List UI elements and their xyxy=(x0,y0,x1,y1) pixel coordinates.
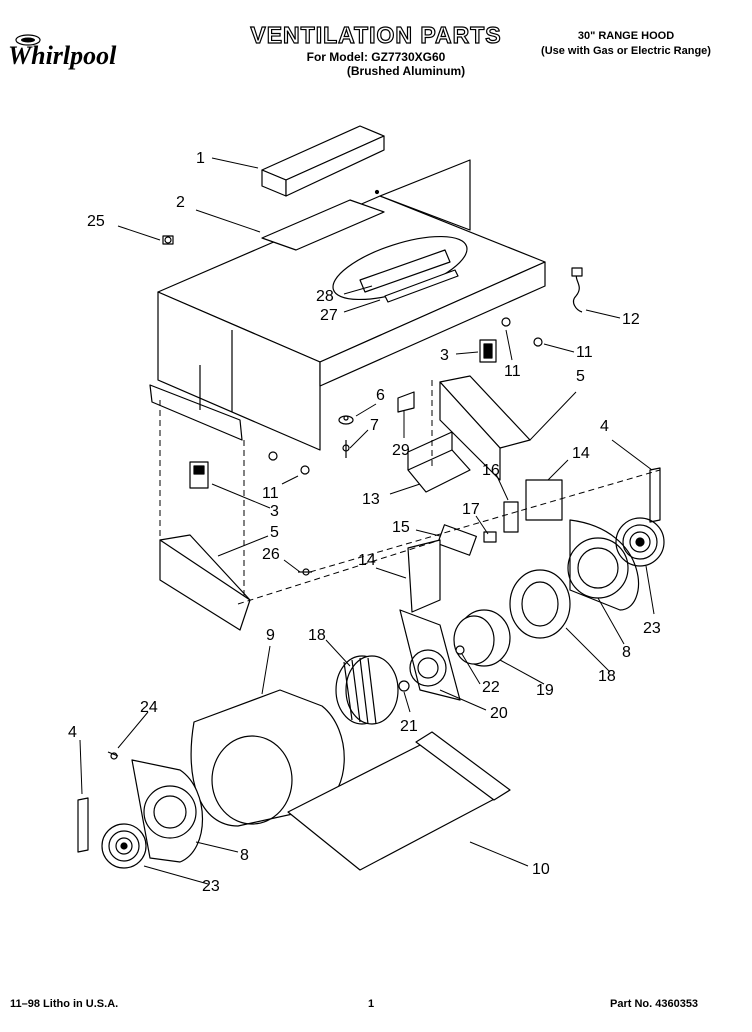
callout-22: 22 xyxy=(482,679,500,696)
part-12-harness xyxy=(572,271,583,313)
page-title: VENTILATION PARTS xyxy=(250,21,502,48)
part-1-damper xyxy=(261,125,385,197)
part-13-channel xyxy=(407,449,471,493)
part-23-fan-guard-left xyxy=(101,823,147,869)
brand-wordmark: Whirlpool xyxy=(8,41,117,70)
finish-label: (Brushed Aluminum) xyxy=(346,64,466,78)
part-number: Part No. 4360353 xyxy=(610,998,699,1010)
callout-21: 21 xyxy=(400,718,418,735)
part-19-motor xyxy=(453,609,511,667)
callout-8-right: 8 xyxy=(622,644,631,661)
callout-12: 12 xyxy=(622,311,640,328)
callout-23-left: 23 xyxy=(202,878,220,895)
callout-14-upper: 14 xyxy=(572,445,590,462)
callout-3-upper: 3 xyxy=(440,347,449,364)
part-16-capacitor xyxy=(503,501,519,533)
callout-17: 17 xyxy=(462,501,480,518)
part-2-plate xyxy=(261,199,385,251)
litho-note: 11–98 Litho in U.S.A. xyxy=(10,998,119,1010)
part-8-blower-housing-right xyxy=(567,519,639,611)
callout-14-lower: 14 xyxy=(358,552,376,569)
part-10-bottom-plate xyxy=(287,731,511,871)
callout-28: 28 xyxy=(316,288,334,305)
assembly-lines xyxy=(159,380,661,605)
part-8-blower-housing-left xyxy=(131,759,204,863)
callout-11-upper-b: 11 xyxy=(576,344,593,361)
callout-20: 20 xyxy=(490,705,508,722)
part-18-blower-wheel-left xyxy=(335,655,399,725)
callout-7: 7 xyxy=(370,417,379,434)
callout-29: 29 xyxy=(392,442,410,459)
callout-26: 26 xyxy=(262,546,280,563)
callout-1: 1 xyxy=(196,150,205,167)
callout-23-right: 23 xyxy=(643,620,661,637)
part-23-fan-guard-right xyxy=(615,517,665,567)
callout-8-left: 8 xyxy=(240,847,249,864)
callout-3-lower: 3 xyxy=(270,503,279,520)
callout-13: 13 xyxy=(362,491,380,508)
part-14-bracket-lower xyxy=(407,539,441,613)
part-20-mount-plate xyxy=(399,609,461,701)
part-5-bracket-upper xyxy=(439,375,531,481)
part-18-blower-wheel-right xyxy=(509,569,571,639)
callout-24: 24 xyxy=(140,699,158,716)
callout-16: 16 xyxy=(482,462,500,479)
callout-labels: 1 2 25 28 27 12 3 11 11 5 6 7 29 4 14 16… xyxy=(68,150,661,895)
callout-27: 27 xyxy=(320,307,338,324)
page-number: 1 xyxy=(368,998,375,1010)
part-5-bracket-lower xyxy=(159,534,251,631)
part-25-screw xyxy=(162,235,174,245)
callout-5-upper: 5 xyxy=(576,368,585,385)
whirlpool-logo: Whirlpool xyxy=(8,34,117,70)
product-type: 30" RANGE HOOD xyxy=(577,30,675,42)
callout-6: 6 xyxy=(376,387,385,404)
callout-2: 2 xyxy=(176,194,185,211)
part-4-strip-right xyxy=(649,467,661,523)
callout-5-lower: 5 xyxy=(270,524,279,541)
callout-25: 25 xyxy=(87,213,105,230)
callout-11-lower: 11 xyxy=(262,485,279,502)
callout-18-left: 18 xyxy=(308,627,326,644)
leader-arrows xyxy=(79,157,655,885)
callout-11-upper-a: 11 xyxy=(504,363,521,380)
callout-10: 10 xyxy=(532,861,550,878)
callout-15: 15 xyxy=(392,519,410,536)
callout-4-left: 4 xyxy=(68,724,77,741)
callout-19: 19 xyxy=(536,682,554,699)
callout-9: 9 xyxy=(266,627,275,644)
callout-4-right: 4 xyxy=(600,418,609,435)
product-note: (Use with Gas or Electric Range) xyxy=(541,45,711,57)
part-29-clip xyxy=(397,391,415,413)
model-number: For Model: GZ7730XG60 xyxy=(306,50,446,64)
part-14-relay-upper xyxy=(525,479,563,521)
part-4-strip-left xyxy=(77,797,89,853)
callout-18-right: 18 xyxy=(598,668,616,685)
